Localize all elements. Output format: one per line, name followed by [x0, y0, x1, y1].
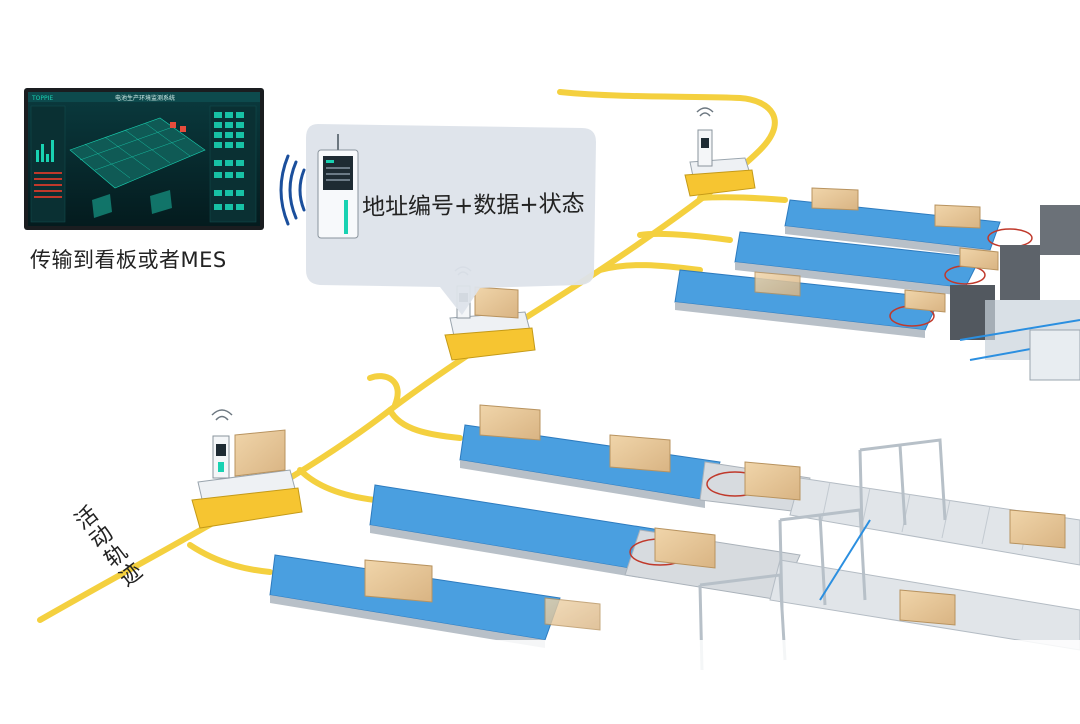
dashboard-monitor: TOPPIE 电池生产环境监测系统: [24, 88, 264, 230]
dashboard-brand: TOPPIE: [31, 95, 53, 102]
wifi-signal-icon: [211, 409, 233, 421]
bubble-text: 地址编号+数据+状态: [361, 191, 585, 221]
roller-conveyor: [769, 477, 1080, 651]
data-bubble: [279, 124, 596, 315]
processing-machines: [950, 205, 1080, 381]
dashboard-title: 电池生产环境监测系统: [115, 94, 175, 102]
cable-blue: [819, 519, 871, 601]
cargo-boxes: [364, 187, 1066, 631]
wifi-signal-icon: [696, 107, 714, 117]
agv-lower: [191, 409, 303, 529]
agv-top: [684, 107, 756, 197]
wifi-signal-icon: [279, 154, 306, 226]
terminal-device-icon: [317, 134, 359, 239]
conveyor-upper-1: [784, 199, 1001, 258]
board-caption: 传输到看板或者MES: [30, 248, 227, 272]
conveyor-upper-3: [674, 269, 941, 338]
